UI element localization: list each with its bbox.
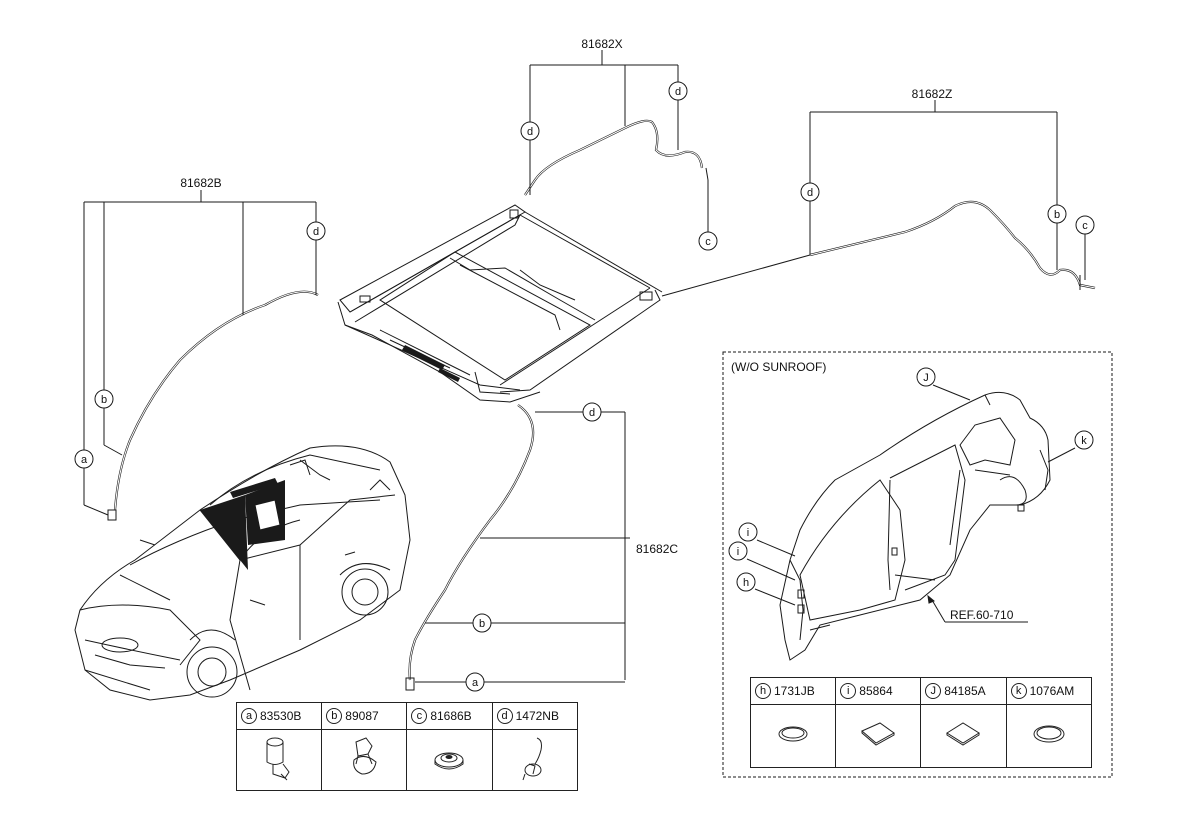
legend-letter: h	[755, 683, 771, 699]
callout-b: b	[101, 394, 107, 406]
drain-cap-icon	[406, 729, 493, 791]
legend-part-number: 81686B	[430, 709, 472, 723]
legend-part-number: 83530B	[260, 709, 302, 723]
callout-c: c	[705, 236, 711, 248]
callout-i: i	[737, 546, 739, 558]
callout-d: d	[313, 226, 319, 238]
label-81682B: 81682B	[180, 176, 221, 190]
callout-d: d	[675, 86, 681, 98]
leaders-81682B	[83, 190, 317, 516]
legend-part-number: 1731JB	[774, 684, 815, 698]
legend-letter: i	[840, 683, 857, 699]
body-side-illustration	[779, 391, 1051, 661]
callout-c: c	[1082, 220, 1088, 232]
legend-part-number: 84185A	[944, 684, 986, 698]
callout-d: d	[527, 126, 533, 138]
legend-letter: c	[411, 708, 428, 724]
hose-81682C	[408, 404, 535, 681]
legend-part-number: 1076AM	[1029, 684, 1075, 698]
square-pad-icon	[835, 704, 922, 768]
label-81682C: 81682C	[636, 542, 678, 556]
sunroof-frame	[337, 204, 663, 403]
callout-a: a	[81, 454, 88, 466]
legend-part-number: 89087	[345, 709, 379, 723]
callout-b: b	[479, 618, 485, 630]
callout-d: d	[589, 407, 595, 419]
hose-81682X	[524, 119, 704, 196]
wo-sunroof-title: (W/O SUNROOF)	[731, 360, 826, 374]
round-plug-icon	[749, 704, 837, 768]
legend-letter: d	[496, 708, 513, 724]
callout-i: i	[747, 527, 749, 539]
legend-part-number: 85864	[859, 684, 893, 698]
legend-letter: J	[925, 683, 942, 699]
legend-letter: b	[326, 708, 343, 724]
callout-j: J	[923, 372, 929, 384]
leaders-81682X	[529, 50, 709, 232]
oval-plug-icon	[1005, 704, 1093, 768]
label-81682X: 81682X	[581, 37, 622, 51]
grommet-clip-icon	[235, 729, 323, 791]
callout-b: b	[1054, 209, 1060, 221]
ref-label: REF.60-710	[950, 608, 1014, 622]
legend-part-number: 1472NB	[515, 709, 559, 723]
vehicle-illustration	[74, 445, 411, 701]
callout-d: d	[807, 187, 813, 199]
hose-81682B	[113, 290, 319, 511]
callout-a: a	[472, 677, 479, 689]
legend-letter: k	[1010, 683, 1027, 699]
label-81682Z: 81682Z	[912, 87, 953, 101]
callout-k: k	[1081, 435, 1087, 447]
hose-clip-icon	[321, 729, 408, 791]
square-pad-icon	[920, 704, 1007, 768]
leaders-81682C	[415, 411, 630, 683]
wo-sunroof-box	[722, 351, 1113, 778]
leaders-81682Z	[809, 100, 1086, 280]
cable-tie-icon	[491, 729, 579, 791]
callout-h: h	[743, 577, 749, 589]
legend-letter: a	[241, 708, 257, 724]
